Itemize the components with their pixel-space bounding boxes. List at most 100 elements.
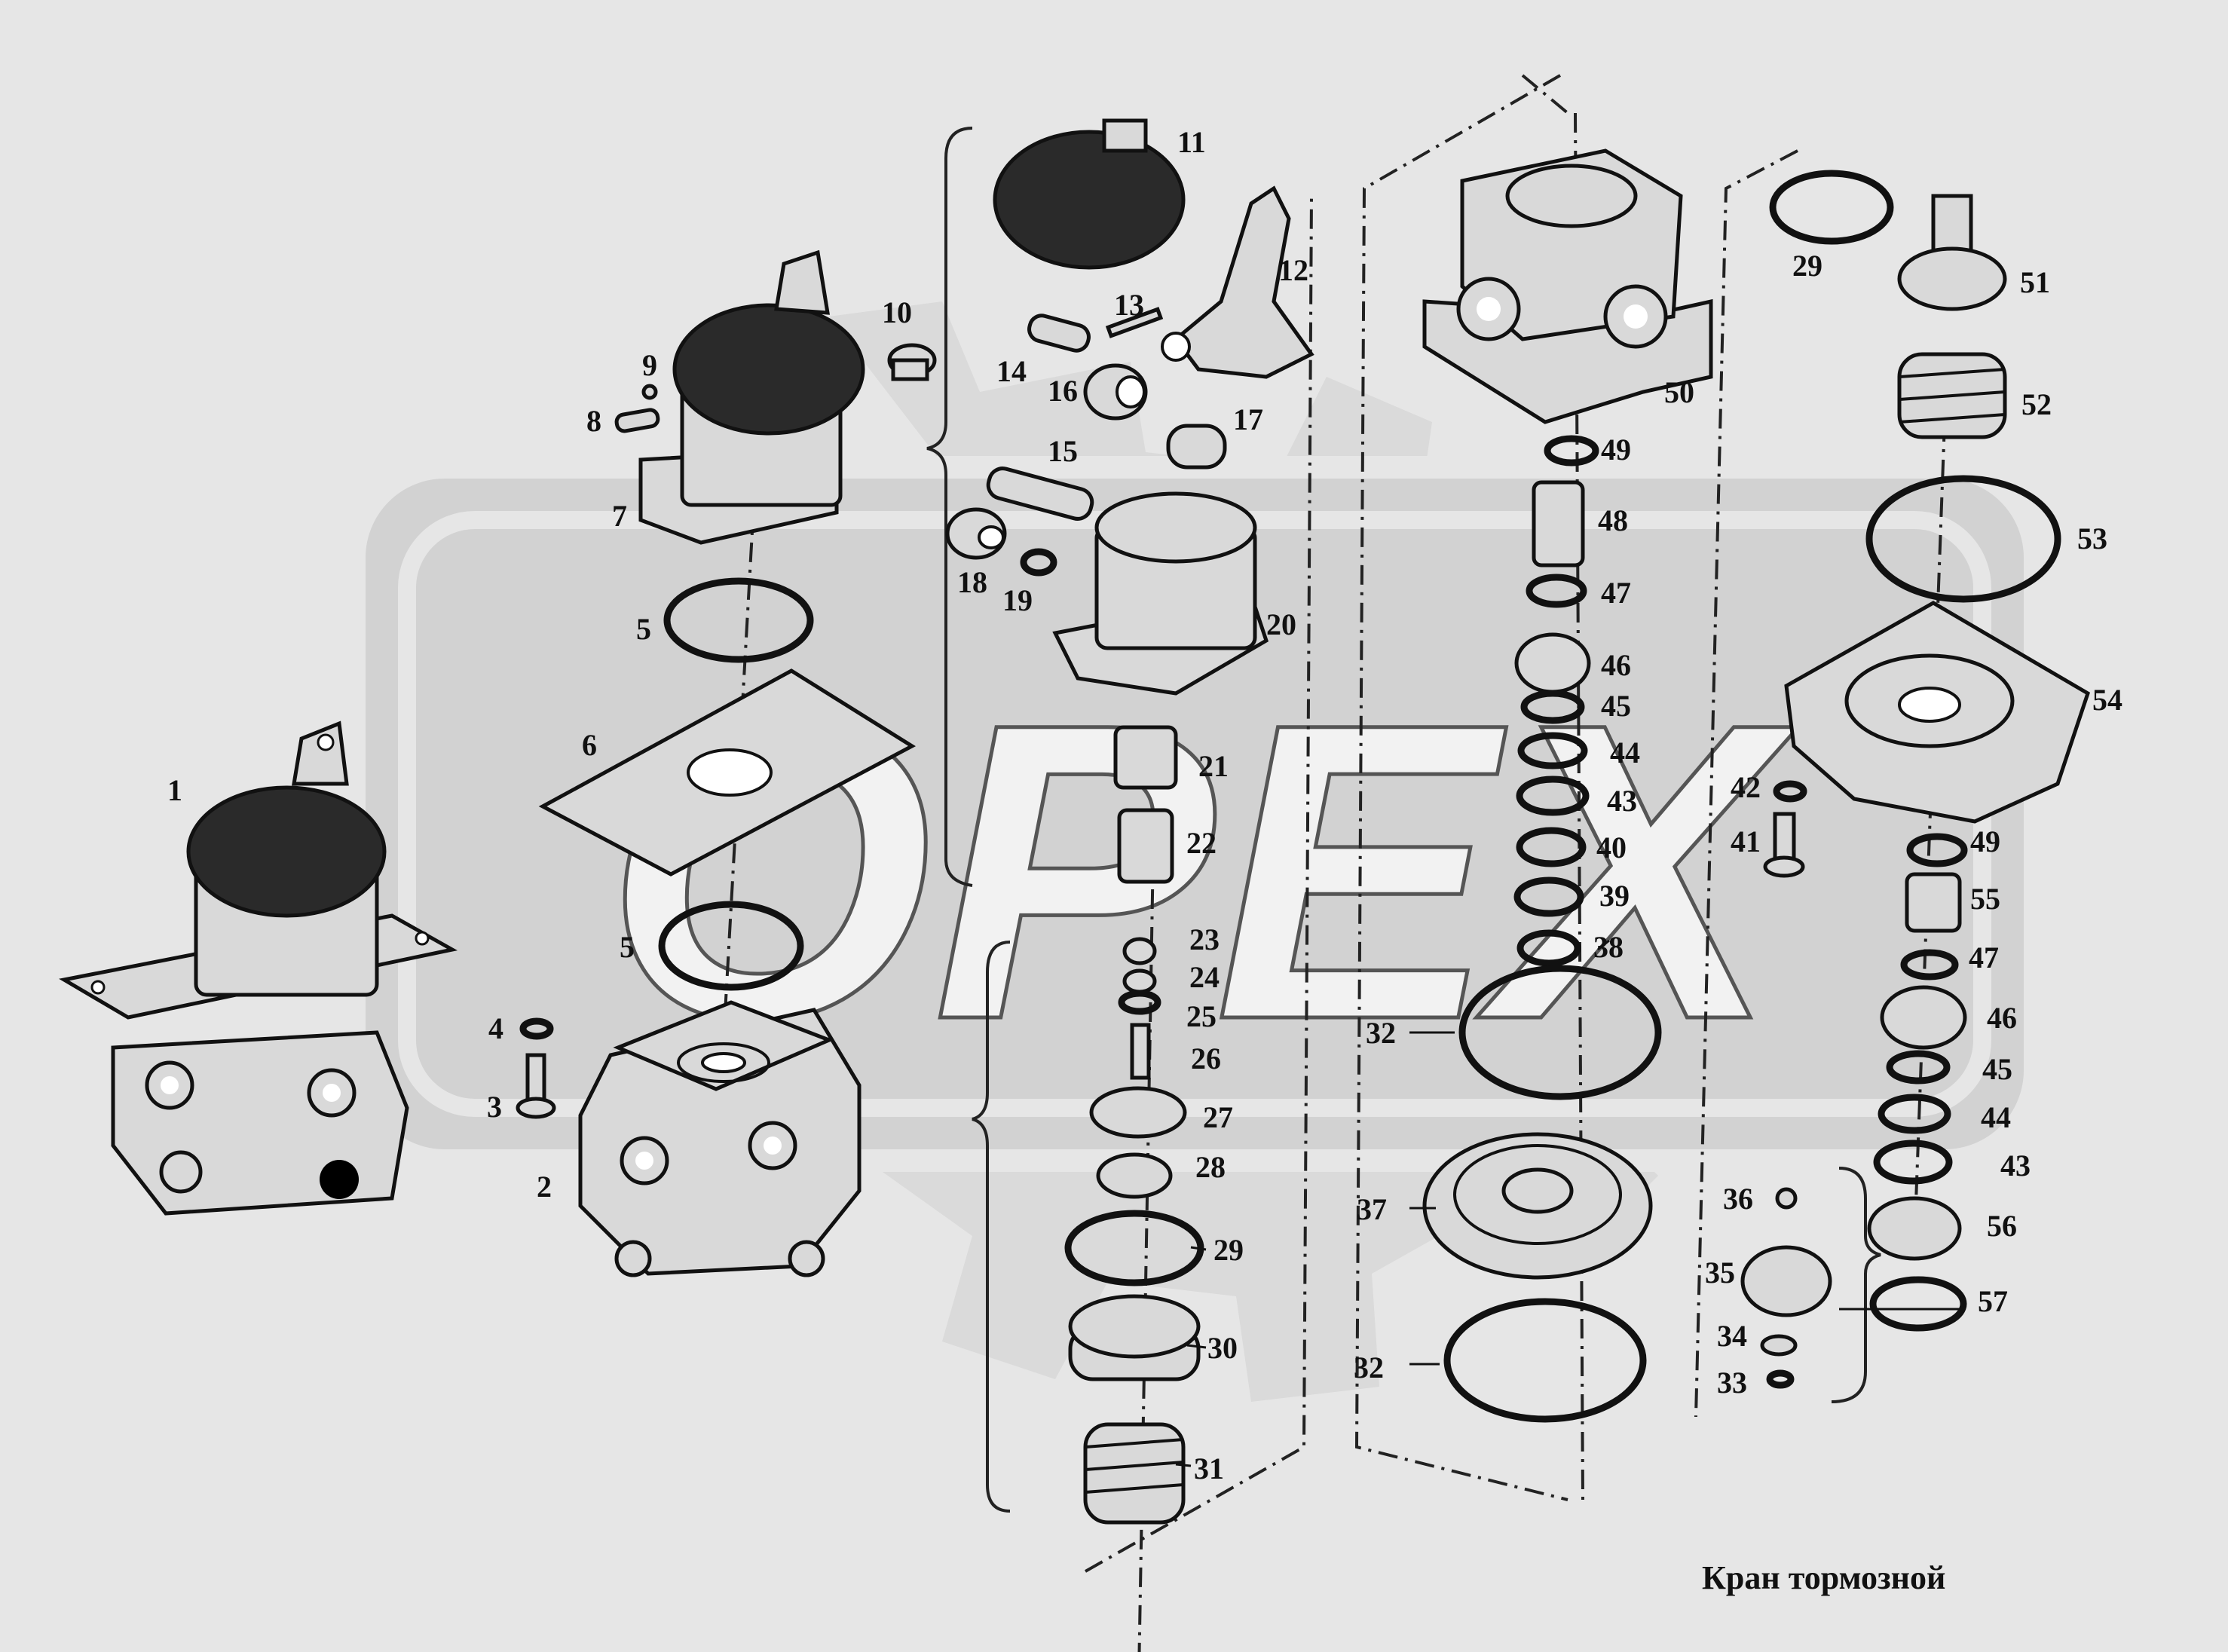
- stem-26: [1130, 1023, 1151, 1080]
- callout-15: 15: [1048, 434, 1078, 468]
- callout-49-right: 49: [1970, 824, 2000, 858]
- valve-body-2: [578, 1000, 862, 1277]
- lever-12: [1161, 185, 1314, 379]
- assembled-valve-1: [59, 720, 458, 1216]
- callout-50: 50: [1664, 375, 1694, 409]
- ring-45-center: [1520, 690, 1585, 724]
- washer-34: [1760, 1334, 1798, 1357]
- callout-51: 51: [2020, 265, 2050, 299]
- callout-2: 2: [537, 1170, 552, 1204]
- roller-17: [1166, 424, 1227, 470]
- screw-36: [1775, 1187, 1798, 1210]
- valve-56: [1867, 1196, 1962, 1261]
- circlip-39: [1513, 876, 1584, 917]
- plug-10: [887, 343, 937, 381]
- screw-3: [516, 1053, 556, 1119]
- callout-28: 28: [1195, 1150, 1226, 1184]
- washer-19: [1020, 548, 1057, 577]
- callout-5-lower: 5: [620, 930, 635, 964]
- callout-24: 24: [1189, 960, 1220, 994]
- piston-27: [1089, 1086, 1187, 1139]
- callout-54: 54: [2092, 683, 2122, 717]
- housing-20: [1052, 491, 1269, 696]
- plunger-51: [1897, 194, 2007, 311]
- callout-40: 40: [1596, 831, 1627, 864]
- callout-23: 23: [1189, 922, 1220, 956]
- pin-14: [1027, 314, 1091, 353]
- callout-16: 16: [1048, 374, 1078, 408]
- callout-41: 41: [1731, 824, 1761, 858]
- ring-5-upper: [663, 577, 814, 663]
- diaphragm-37: [1422, 1132, 1653, 1280]
- seal-46-right: [1880, 985, 1967, 1050]
- ring-43-center: [1516, 776, 1590, 816]
- callout-14: 14: [996, 354, 1027, 388]
- callout-52: 52: [2021, 387, 2052, 421]
- callout-56: 56: [1987, 1209, 2017, 1243]
- callout-4: 4: [488, 1011, 503, 1045]
- ring-29-right: [1769, 170, 1894, 245]
- circlip-57: [1869, 1276, 1967, 1332]
- callout-37: 37: [1357, 1192, 1387, 1226]
- callout-22: 22: [1186, 826, 1217, 860]
- callout-55: 55: [1970, 882, 2000, 916]
- ring-53: [1865, 475, 2061, 603]
- callout-45-right: 45: [1982, 1052, 2012, 1086]
- callout-10: 10: [882, 295, 912, 329]
- ring-5-lower: [658, 901, 804, 991]
- washer-25: [1118, 990, 1161, 1015]
- callout-9: 9: [642, 348, 657, 382]
- callout-3: 3: [487, 1090, 502, 1124]
- callout-8: 8: [586, 404, 601, 438]
- seal-23: [1122, 937, 1157, 965]
- callout-26: 26: [1191, 1042, 1221, 1075]
- washer-42: [1773, 780, 1807, 803]
- plug-18: [945, 507, 1007, 560]
- washer-4: [519, 1017, 554, 1040]
- lower-housing-54: [1784, 601, 2091, 824]
- callout-42: 42: [1731, 770, 1761, 804]
- sleeve-21: [1113, 725, 1178, 790]
- callout-46-center: 46: [1601, 648, 1631, 682]
- ring-44-right: [1878, 1094, 1951, 1134]
- callout-34: 34: [1717, 1319, 1747, 1353]
- ring-47-right: [1900, 949, 1959, 980]
- callout-20: 20: [1266, 607, 1296, 641]
- callout-57: 57: [1978, 1284, 2008, 1318]
- callout-30: 30: [1207, 1331, 1238, 1365]
- callout-12: 12: [1278, 253, 1308, 287]
- mounting-plate-6: [538, 668, 916, 876]
- callout-32-lower: 32: [1354, 1351, 1384, 1384]
- sleeve-22: [1117, 808, 1174, 884]
- ring-45-right: [1886, 1050, 1951, 1085]
- callout-19: 19: [1002, 583, 1033, 617]
- ring-38: [1516, 929, 1581, 967]
- callout-39: 39: [1599, 879, 1630, 913]
- callout-27: 27: [1203, 1100, 1233, 1134]
- ring-49-center: [1544, 435, 1599, 467]
- callout-31: 31: [1194, 1452, 1224, 1485]
- panel-dividers: [1085, 74, 1798, 1573]
- callout-47-right: 47: [1969, 941, 1999, 974]
- ring-32-lower: [1443, 1298, 1647, 1423]
- ring-43-right: [1873, 1140, 1953, 1185]
- callout-29-right: 29: [1792, 249, 1822, 283]
- seal-46-center: [1514, 632, 1591, 694]
- callout-5-upper: 5: [636, 612, 651, 646]
- boot-11: [993, 118, 1186, 270]
- pin-8: [614, 408, 660, 433]
- callout-7: 7: [612, 499, 627, 533]
- top-cover-7: [638, 249, 865, 545]
- bolt-41: [1763, 812, 1805, 878]
- seal-24: [1122, 968, 1157, 994]
- callout-32-upper: 32: [1366, 1016, 1396, 1050]
- callout-38: 38: [1593, 930, 1624, 964]
- washer-33: [1766, 1369, 1795, 1389]
- sleeve-55: [1905, 872, 1962, 933]
- spring-31: [1083, 1422, 1186, 1525]
- pin-15: [986, 467, 1094, 521]
- braces: [926, 127, 1881, 1513]
- callout-43-right: 43: [2000, 1149, 2031, 1182]
- callout-43-center: 43: [1607, 784, 1637, 818]
- callout-25: 25: [1186, 999, 1217, 1033]
